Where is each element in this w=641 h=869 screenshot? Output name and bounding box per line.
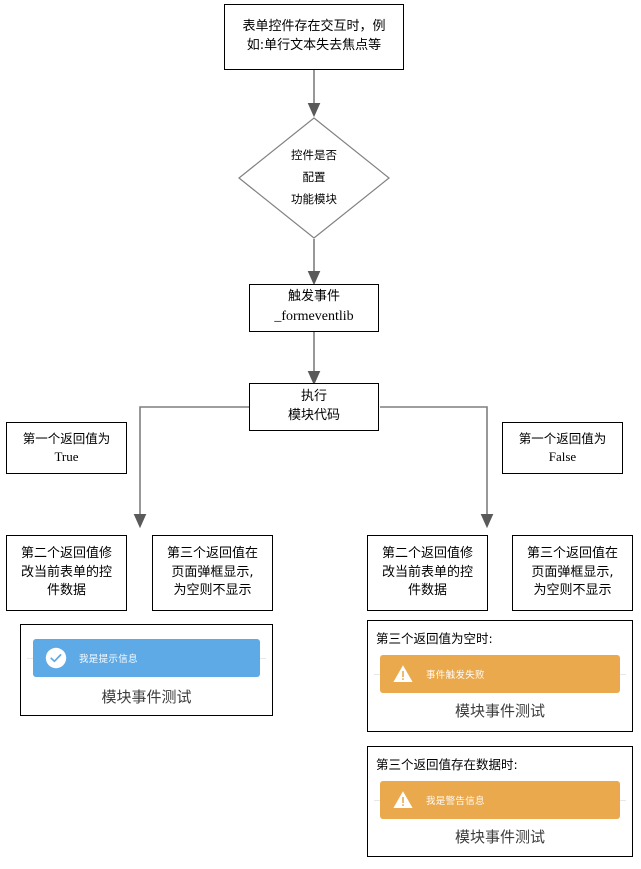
warn-data-caption: 第三个返回值存在数据时: xyxy=(376,757,518,772)
check-circle-icon xyxy=(45,647,67,669)
node-right-second-return-line2: 改当前表单的控 xyxy=(381,564,473,580)
node-decision-line1: 控件是否 xyxy=(291,148,337,163)
node-right-third-return-line3: 为空则不显示 xyxy=(533,583,612,599)
node-branch-true: 第一个返回值为 True xyxy=(6,422,127,474)
node-left-third-return-line1: 第三个返回值在 xyxy=(166,545,258,561)
node-decision: 控件是否 配置 功能模块 xyxy=(238,117,390,239)
warn-empty-alert-wrapper: 事件触发失败 xyxy=(374,655,626,693)
warning-triangle-icon xyxy=(393,665,413,682)
warn-data-alert[interactable]: 我是警告信息 xyxy=(380,781,620,819)
node-left-third-return-line2: 页面弹框显示, xyxy=(171,564,254,580)
info-demo-page-title: 模块事件测试 xyxy=(101,688,192,706)
node-branch-false: 第一个返回值为 False xyxy=(502,422,623,474)
node-right-second-return: 第二个返回值修 改当前表单的控 件数据 xyxy=(367,535,488,611)
connector-execute-to-right-branch xyxy=(380,406,494,529)
node-left-second-return-line1: 第二个返回值修 xyxy=(20,545,112,561)
info-alert-message: 我是提示信息 xyxy=(79,654,138,665)
node-decision-line3: 功能模块 xyxy=(291,191,337,206)
info-alert[interactable]: 我是提示信息 xyxy=(33,639,260,677)
node-right-third-return-line2: 页面弹框显示, xyxy=(531,564,614,580)
warn-data-alert-wrapper: 我是警告信息 xyxy=(374,781,626,819)
node-right-second-return-line1: 第二个返回值修 xyxy=(381,545,473,561)
node-start-line2: 如:单行文本失去焦点等 xyxy=(246,38,382,53)
warn-data-alert-message: 我是警告信息 xyxy=(426,796,485,807)
node-trigger-event: 触发事件 _formeventlib xyxy=(249,284,379,332)
screenshot-info-demo: 我是提示信息 模块事件测试 xyxy=(20,624,273,716)
node-branch-true-line1: 第一个返回值为 xyxy=(22,430,111,446)
node-trigger-line1: 触发事件 xyxy=(287,289,340,305)
screenshot-warn-data-demo: 第三个返回值存在数据时: 我是警告信息 模块事件测试 xyxy=(367,746,633,857)
node-right-third-return-line1: 第三个返回值在 xyxy=(526,545,618,561)
node-left-second-return-line3: 件数据 xyxy=(46,583,86,599)
node-branch-false-line1: 第一个返回值为 xyxy=(518,430,607,446)
warn-empty-caption: 第三个返回值为空时: xyxy=(376,631,493,646)
node-start: 表单控件存在交互时，例 如:单行文本失去焦点等 xyxy=(224,4,404,70)
warn-data-page-title: 模块事件测试 xyxy=(454,828,545,846)
connector-execute-to-left-branch xyxy=(133,406,250,529)
node-right-second-return-line3: 件数据 xyxy=(407,583,447,599)
node-execute-module-code: 执行 模块代码 xyxy=(249,383,379,431)
node-left-second-return-line2: 改当前表单的控 xyxy=(20,564,112,580)
node-execute-line2: 模块代码 xyxy=(287,408,340,423)
diamond-shape xyxy=(238,117,390,239)
warn-empty-alert[interactable]: 事件触发失败 xyxy=(380,655,620,693)
node-branch-false-value: False xyxy=(548,448,577,464)
warn-empty-alert-message: 事件触发失败 xyxy=(426,670,485,681)
node-left-second-return: 第二个返回值修 改当前表单的控 件数据 xyxy=(6,535,127,611)
node-start-line1: 表单控件存在交互时，例 xyxy=(242,19,386,35)
info-alert-wrapper: 我是提示信息 xyxy=(27,639,266,677)
warn-empty-page-title: 模块事件测试 xyxy=(454,702,545,720)
node-left-third-return-line3: 为空则不显示 xyxy=(173,583,252,599)
node-left-third-return: 第三个返回值在 页面弹框显示, 为空则不显示 xyxy=(152,535,273,611)
node-trigger-line2: _formeventlib xyxy=(274,309,354,325)
node-branch-true-value: True xyxy=(54,448,79,464)
node-execute-line1: 执行 xyxy=(300,389,327,405)
screenshot-warn-empty-demo: 第三个返回值为空时: 事件触发失败 模块事件测试 xyxy=(367,620,633,732)
node-decision-line2: 配置 xyxy=(302,170,326,185)
warning-triangle-icon xyxy=(393,791,413,808)
node-right-third-return: 第三个返回值在 页面弹框显示, 为空则不显示 xyxy=(512,535,633,611)
